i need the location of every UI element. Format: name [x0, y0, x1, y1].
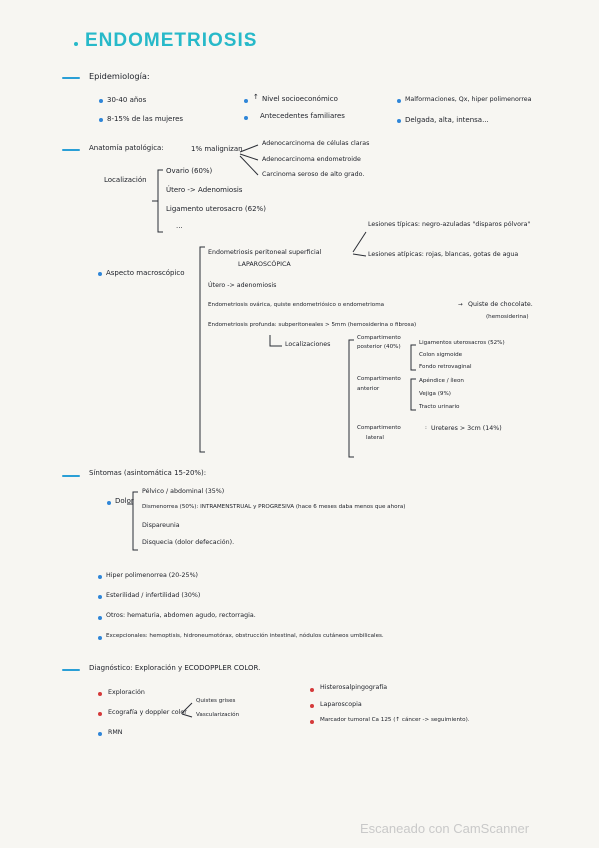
epidemiologia-heading: Epidemiología: — [89, 71, 150, 81]
bullet — [244, 99, 248, 103]
posterior-label: Compartimento — [357, 335, 401, 341]
lesiones-atipicas: Lesiones atípicas: rojas, blancas, gotas… — [368, 251, 519, 258]
lesiones-tipicas: Lesiones típicas: negro-azuladas "dispar… — [368, 221, 531, 228]
epi-item: Malformaciones, Qx, hiper polimenorrea — [405, 96, 532, 103]
bullet — [99, 99, 103, 103]
localizacion-item: Útero -> Adenomiosis — [166, 186, 243, 194]
anterior-label: anterior — [357, 386, 380, 392]
section-dash — [62, 669, 80, 671]
anterior-item: Tracto urinario — [419, 404, 460, 410]
epi-item: Antecedentes familiares — [260, 112, 345, 120]
arrow-icon: : — [425, 425, 427, 431]
diag-item: Exploración — [108, 689, 145, 696]
posterior-item: Colon sigmoide — [419, 352, 463, 358]
sintoma-item: Esterilidad / infertilidad (30%) — [106, 592, 201, 599]
sintoma-item: Otros: hematuria, abdomen agudo, rectorr… — [106, 612, 256, 619]
malignizan-text: 1% malignizan — [191, 145, 243, 153]
dolor-label: Dolor — [115, 497, 134, 505]
bullet — [107, 501, 111, 505]
bullet — [98, 732, 102, 736]
bullet — [98, 636, 102, 640]
posterior-item: Ligamentos uterosacros (52%) — [419, 340, 505, 346]
dolor-item: Disquecia (dolor defecación). — [142, 539, 235, 546]
epi-item: 8-15% de las mujeres — [107, 115, 184, 123]
localizacion-item: ... — [176, 222, 183, 230]
vascularizacion: Vascularización — [196, 712, 240, 718]
bullet-red — [98, 712, 102, 716]
tumor-item: Carcinoma seroso de alto grado. — [262, 171, 365, 178]
aspecto-profunda: Endometriosis profunda: subperitoneales … — [208, 322, 417, 328]
bullet — [397, 119, 401, 123]
posterior-label: posterior (40%) — [357, 344, 401, 350]
localizacion-item: Ligamento uterosacro (62%) — [166, 205, 266, 213]
bullet-red — [310, 688, 314, 692]
anterior-label: Compartimento — [357, 376, 401, 382]
diag-item: RMN — [108, 729, 123, 736]
epi-item: Delgada, alta, intensa... — [405, 116, 489, 124]
camscanner-watermark: Escaneado con CamScanner — [360, 821, 530, 836]
bullet-red — [98, 692, 102, 696]
bullet — [397, 99, 401, 103]
up-arrow-icon: ↑ — [253, 93, 259, 101]
title-dot-right — [245, 42, 249, 46]
sintoma-item: Hiper polimenorrea (20-25%) — [106, 572, 199, 579]
diag-item: Histerosalpingografía — [320, 684, 388, 691]
localizacion-item: Ovario (60%) — [166, 167, 213, 175]
diag-item: Laparoscopia — [320, 701, 362, 708]
sintomas-heading: Síntomas (asintomática 15-20%): — [89, 469, 207, 477]
quiste-sub: (hemosiderina) — [486, 314, 529, 320]
bullet — [99, 118, 103, 122]
aspecto-utero: Útero -> adenomiosis — [208, 282, 277, 289]
dolor-item: Pélvico / abdominal (35%) — [142, 488, 225, 495]
anterior-item: Vejiga (9%) — [419, 391, 451, 397]
arrow-icon: → — [458, 302, 463, 308]
section-dash — [62, 149, 80, 151]
lateral-label: lateral — [366, 435, 384, 441]
diag-item: Marcador tumoral Ca 125 (↑ cáncer -> seg… — [320, 717, 470, 723]
epi-item: 30-40 años — [107, 96, 147, 104]
bullet — [98, 272, 102, 276]
bullet-red — [310, 704, 314, 708]
section-dash — [62, 475, 80, 477]
aspecto-label: Aspecto macroscópico — [106, 269, 185, 277]
bullet — [98, 595, 102, 599]
title-dot-left — [74, 42, 78, 46]
aspecto-peritoneal: Endometriosis peritoneal superficial — [208, 249, 322, 256]
anterior-item: Apéndice / íleon — [419, 378, 464, 384]
posterior-item: Fondo retrovaginal — [419, 364, 472, 370]
localizaciones-label: Localizaciones — [285, 341, 331, 348]
dolor-item: Dispareunia — [142, 522, 180, 529]
dolor-item: Dismenorrea (50%): INTRAMENSTRUAL y PROG… — [142, 504, 406, 510]
tumor-item: Adenocarcinoma endometroide — [262, 156, 361, 163]
quistes-grises: Quistes grises — [196, 698, 236, 704]
aspecto-ovarica: Endometriosis ovárica, quiste endometrió… — [208, 302, 385, 308]
bullet — [244, 116, 248, 120]
lateral-item: Ureteres > 3cm (14%) — [431, 425, 502, 432]
page-title: ENDOMETRIOSIS — [85, 30, 258, 51]
anatomia-heading: Anatomía patológica: — [89, 144, 164, 152]
section-dash — [62, 77, 80, 79]
bullet — [98, 616, 102, 620]
sintoma-item: Excepcionales: hemoptisis, hidroneumotór… — [106, 633, 384, 639]
diag-item: Ecografía y doppler color — [108, 709, 187, 716]
localizacion-label: Localización — [104, 176, 147, 184]
lateral-label: Compartimento — [357, 425, 401, 431]
epi-item: Nivel socioeconómico — [262, 95, 338, 103]
aspecto-laparoscopia: LAPAROSCÓPICA — [238, 261, 291, 268]
bullet — [98, 575, 102, 579]
diagnostico-heading: Diagnóstico: Exploración y ECODOPPLER CO… — [89, 664, 261, 672]
bullet-red — [310, 720, 314, 724]
quiste-chocolate: Quiste de chocolate. — [468, 301, 533, 308]
tumor-item: Adenocarcinoma de células claras — [262, 140, 370, 147]
